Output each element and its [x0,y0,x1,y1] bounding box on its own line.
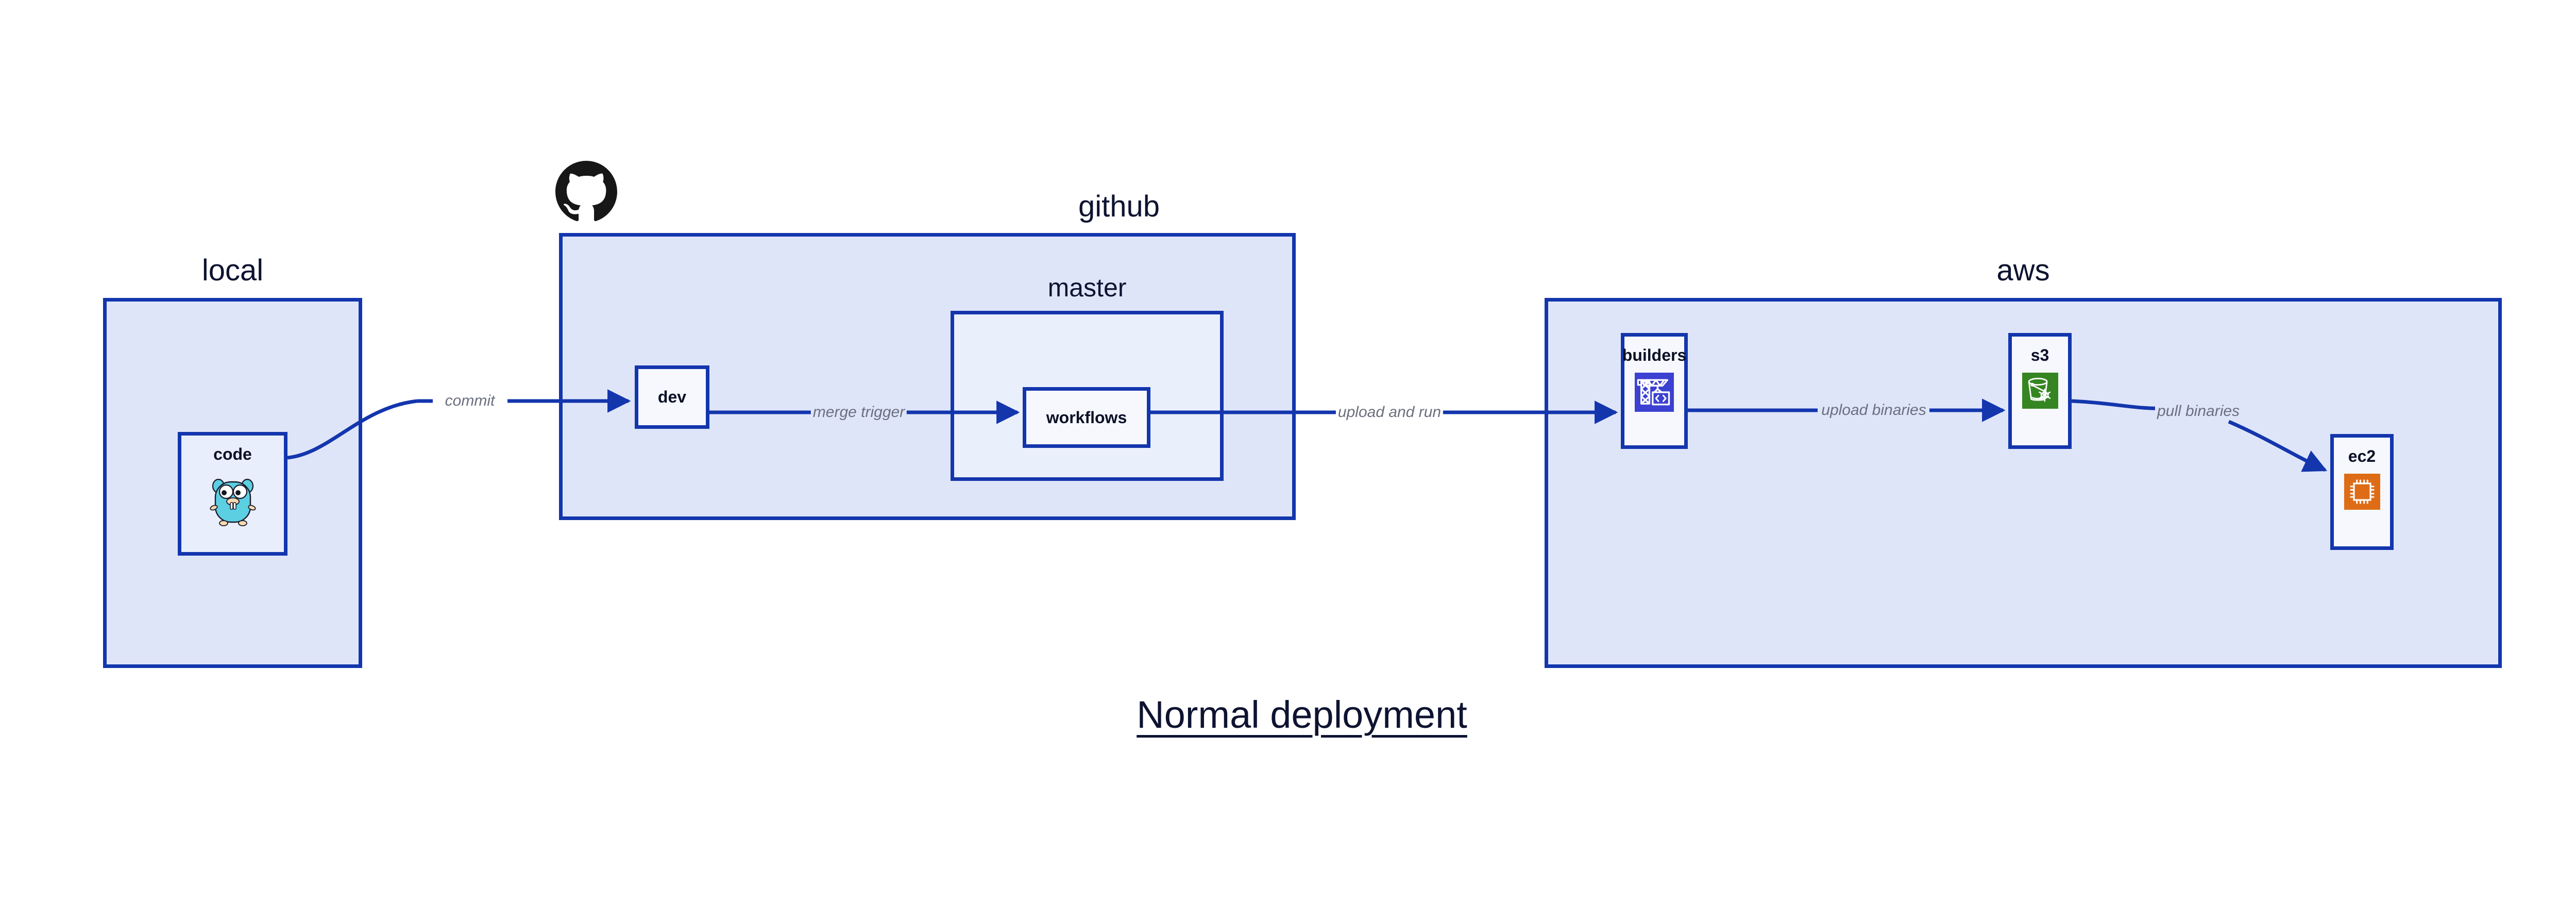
group-aws-label: aws [1996,254,2050,287]
edge-label-upload-binaries: upload binaries [1819,403,1928,418]
ec2-chip-icon [2344,474,2380,510]
node-s3[interactable]: s3 [2008,333,2072,449]
node-ec2[interactable]: ec2 [2330,434,2394,550]
go-gopher-icon [208,472,258,527]
s3-glacier-bucket-icon [2022,373,2058,409]
edge-label-upload-and-run: upload and run [1335,405,1444,420]
node-ec2-label: ec2 [2348,447,2376,465]
node-builders[interactable]: builders [1621,333,1688,449]
group-github-label: github [1078,190,1160,223]
edge-label-merge-trigger: merge trigger [810,405,907,420]
group-local-label: local [201,254,264,287]
group-master-label: master [1047,273,1127,302]
node-builders-label: builders [1622,346,1687,364]
node-dev[interactable]: dev [635,365,709,429]
node-s3-label: s3 [2030,346,2049,364]
node-code[interactable]: code [178,432,287,556]
edge-label-commit: commit [443,393,497,409]
diagram-title: Normal deployment [1137,693,1467,736]
edge-label-pull-binaries: pull binaries [2155,404,2242,419]
node-code-label: code [213,445,252,463]
node-workflows-label: workflows [1046,408,1127,427]
node-workflows[interactable]: workflows [1023,387,1150,448]
crane-code-icon [1635,373,1674,412]
group-master [951,311,1224,481]
github-octocat-icon [555,161,617,223]
node-dev-label: dev [657,388,687,406]
